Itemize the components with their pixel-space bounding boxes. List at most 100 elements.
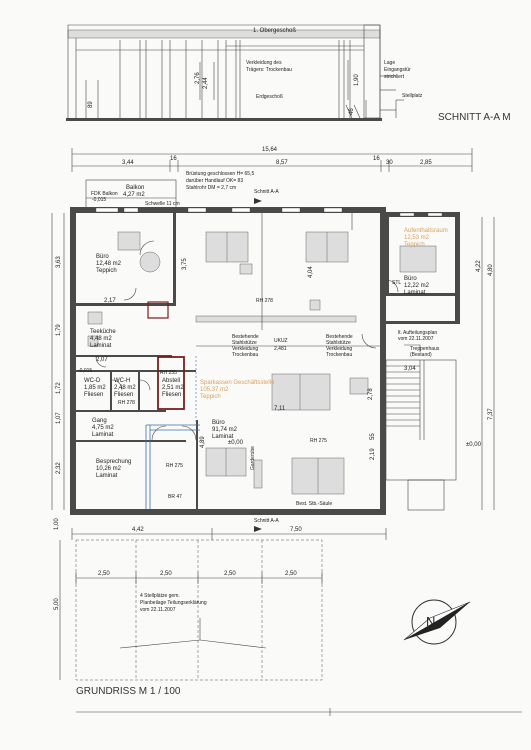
dim-711: 7,11 bbox=[274, 406, 286, 412]
section-label-stellplatz: Stellplatz bbox=[402, 93, 423, 99]
dim-100: 1,00 bbox=[54, 518, 60, 530]
section-title: SCHNITT A-A M bbox=[438, 112, 511, 123]
dim-250-a: 2,50 bbox=[98, 571, 110, 577]
room-sparkasse-area: 105,37 m2 bbox=[200, 387, 229, 393]
section-label-verkleidung: Verkleidung des bbox=[246, 60, 282, 66]
room-buero3-floor: Laminat bbox=[212, 434, 234, 440]
dim-500: 5,00 bbox=[54, 598, 60, 610]
room-buero3-area: 91,74 m2 bbox=[212, 427, 238, 433]
section-label-traeger: Trägers: Trockenbau bbox=[246, 67, 292, 73]
dim-250-d: 2,50 bbox=[285, 571, 297, 577]
section-label-erdgeschoss: Erdgeschoß bbox=[256, 94, 283, 100]
room-sparkasse-floor: Teppich bbox=[200, 394, 221, 400]
note-ukuz: UKUZ bbox=[274, 338, 288, 344]
balcony: Balkon 4,27 m2 FDK Balkon -0,015 Schwell… bbox=[85, 179, 180, 209]
room-aufenthalt-name: Aufenthaltsraum bbox=[404, 228, 448, 234]
dim-278: 2,78 bbox=[368, 388, 374, 400]
room-buero2-area: 12,22 m2 bbox=[404, 283, 430, 289]
room-balkon-area: 4,27 m2 bbox=[123, 192, 145, 198]
section-dim-89: 89 bbox=[88, 101, 94, 108]
note-aufteilung-2: vom 22.11.2007 bbox=[398, 336, 434, 342]
note-bestehende-1c: Verkleidung bbox=[232, 346, 258, 352]
room-wcd-name: WC-D bbox=[84, 378, 101, 384]
room-aufenthalt-floor: Teppich bbox=[404, 242, 425, 248]
note-bestehende-1b: Stahlstütze bbox=[232, 340, 257, 346]
dim-left-172: 1,72 bbox=[56, 382, 62, 394]
staircase bbox=[385, 344, 457, 511]
note-stl: STL bbox=[392, 280, 401, 286]
room-teekueche-name: Teeküche bbox=[90, 329, 116, 335]
room-buero2-name: Büro bbox=[404, 276, 417, 282]
section-dim-46: 46 bbox=[349, 108, 355, 115]
room-abstell-area: 2,51 m2 bbox=[162, 385, 184, 391]
dim-489: 4,89 bbox=[200, 436, 206, 448]
note-bruestung-2: darüber Handlauf OK= 83 bbox=[186, 178, 243, 184]
note-pm000-a: ±0,00 bbox=[228, 440, 244, 446]
top-dimension-chains: 15,64 3,44 16 8,57 16 30 2,85 bbox=[71, 147, 473, 172]
room-buero1-area: 12,48 m2 bbox=[96, 261, 122, 267]
note-bruestung-1: Brüstung geschlossen H= 65,5 bbox=[186, 171, 254, 177]
room-gang-area: 4,75 m2 bbox=[92, 425, 114, 431]
note-bestand-saeule: Best. Stb.-Säule bbox=[296, 501, 332, 507]
room-gang-floor: Laminat bbox=[92, 432, 114, 438]
note-garderobe: Garderobe bbox=[250, 446, 256, 470]
dim-left-363: 3,63 bbox=[56, 256, 62, 268]
note-pm000-b: ±0,00 bbox=[466, 442, 482, 448]
note-stellplaetze-3: vom 22.11.2007 bbox=[140, 607, 176, 613]
room-sparkasse-name: Sparkassen Geschäftsstelle bbox=[200, 380, 275, 386]
section-label-strichliert: strichliert bbox=[384, 74, 405, 80]
section-label-obergeschoss: 1. Obergeschoß bbox=[253, 28, 296, 34]
room-besprechung-area: 10,26 m2 bbox=[96, 466, 122, 472]
dim-207: 2,07 bbox=[96, 357, 108, 363]
note-ukuz-val: 2,481 bbox=[274, 346, 287, 352]
note-fdk-value: -0,015 bbox=[92, 197, 106, 203]
note-bestehende-2d: Trockenbau bbox=[326, 352, 352, 358]
note-bruestung-3: Stahlrohr DM = 2,7 cm bbox=[186, 185, 236, 191]
note-elev-1: -0,015 bbox=[78, 368, 92, 374]
note-rh275: RH 275 bbox=[310, 438, 327, 444]
bottom-dimension-chains bbox=[59, 528, 387, 680]
dim-right-737: 7,37 bbox=[488, 408, 494, 420]
dim-750: 7,50 bbox=[290, 527, 302, 533]
dim-219: 2,19 bbox=[370, 448, 376, 460]
parking-spaces bbox=[75, 539, 323, 681]
dim-right-422: 4,22 bbox=[476, 260, 482, 272]
room-teekueche-floor: Laminat bbox=[90, 343, 112, 349]
note-rh278: RH 278 bbox=[256, 298, 273, 304]
dim-55: 55 bbox=[370, 433, 376, 440]
note-bestehende-2a: Bestehende bbox=[326, 334, 353, 340]
note-schwelle: Schwelle 11 cm bbox=[145, 201, 180, 207]
room-buero3-name: Büro bbox=[212, 420, 225, 426]
furniture bbox=[87, 231, 437, 495]
room-aufenthalt-area: 12,53 m2 bbox=[404, 235, 430, 241]
note-aufteilung-1: lt. Aufteilungsplan bbox=[398, 330, 437, 336]
note-rh278b: RH 278 bbox=[118, 400, 135, 406]
room-abstell-name: Abstell bbox=[162, 378, 180, 384]
section-label-lage: Lage bbox=[384, 60, 395, 66]
room-besprechung-name: Besprechung bbox=[96, 459, 131, 465]
note-bestehende-2b: Stahlstütze bbox=[326, 340, 351, 346]
room-teekueche-area: 4,48 m2 bbox=[90, 336, 112, 342]
section-dim-276: 2,76 bbox=[195, 72, 201, 84]
note-schnitt-top: Schnitt A-A bbox=[254, 189, 279, 195]
note-schnitt-bottom: Schnitt A-A bbox=[254, 518, 279, 524]
room-abstell-floor: Fliesen bbox=[162, 392, 181, 398]
dim-285: 2,85 bbox=[420, 160, 432, 166]
dim-857: 8,57 bbox=[276, 160, 288, 166]
dim-442: 4,42 bbox=[132, 527, 144, 533]
dim-right-480: 4,80 bbox=[488, 264, 494, 276]
dim-344: 3,44 bbox=[122, 160, 134, 166]
room-besprechung-floor: Laminat bbox=[96, 473, 118, 479]
note-treppenhaus-2: (Bestand) bbox=[410, 352, 432, 358]
note-rh255: RH 255 bbox=[160, 370, 177, 376]
room-gang-name: Gang bbox=[92, 418, 107, 424]
note-bestehende-1a: Bestehende bbox=[232, 334, 259, 340]
dim-304: 3,04 bbox=[404, 366, 416, 372]
section-dim-190: 1,90 bbox=[354, 74, 360, 86]
note-treppenhaus-1: Treppenhaus bbox=[410, 346, 440, 352]
dim-30: 30 bbox=[386, 160, 393, 166]
note-bestehende-2c: Verkleidung bbox=[326, 346, 352, 352]
dim-16a: 16 bbox=[170, 156, 177, 162]
north-arrow: N bbox=[403, 599, 471, 645]
